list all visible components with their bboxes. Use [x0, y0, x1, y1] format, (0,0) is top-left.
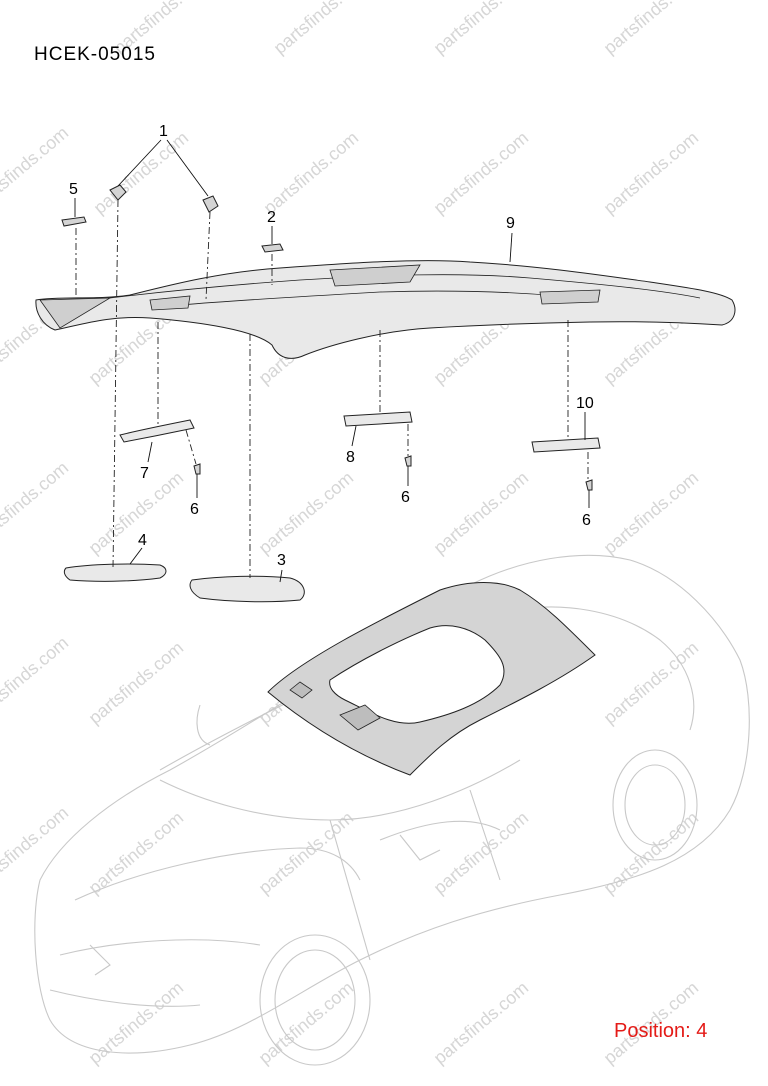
watermark: partsfinds.com	[90, 128, 193, 219]
watermark: partsfinds.com	[430, 0, 533, 58]
sun-visor-part-3	[189, 575, 305, 603]
sun-visor-part-4	[63, 563, 167, 582]
callouts: 1 2 3 4 5 6 6 6 7 8 9 10	[69, 123, 594, 583]
callout-8: 8	[346, 449, 355, 466]
watermark: partsfinds.com	[430, 468, 533, 559]
headliner-part-9	[35, 260, 736, 359]
watermark: partsfinds.com	[600, 128, 703, 219]
watermark: partsfinds.com	[255, 808, 358, 899]
screw-part-6a	[193, 463, 201, 475]
callout-5: 5	[69, 181, 78, 198]
callout-6: 6	[582, 512, 591, 529]
watermark: partsfinds.com	[255, 978, 358, 1069]
position-label: Position: 4	[614, 1020, 708, 1042]
watermark: partsfinds.com	[0, 633, 72, 724]
handle-part-10	[531, 437, 601, 453]
clip-part-1b	[202, 195, 219, 213]
assembly-lines	[75, 199, 589, 578]
screw-part-6c	[585, 479, 593, 491]
callout-3: 3	[277, 552, 286, 569]
callout-1: 1	[159, 123, 168, 140]
watermark: partsfinds.com	[430, 978, 533, 1069]
watermark: partsfinds.com	[270, 0, 373, 58]
diagram-code: HCEK-05015	[34, 44, 156, 65]
watermark: partsfinds.com	[85, 638, 188, 729]
callout-9: 9	[506, 215, 515, 232]
watermark: partsfinds.com	[85, 468, 188, 559]
watermark: partsfinds.com	[600, 638, 703, 729]
watermark: partsfinds.com	[255, 468, 358, 559]
handle-part-7	[119, 419, 195, 443]
watermark-layer: partsfinds.com partsfinds.com partsfinds…	[0, 0, 702, 1068]
clip-part-1a	[109, 184, 127, 201]
watermark: partsfinds.com	[430, 128, 533, 219]
watermark: partsfinds.com	[600, 468, 703, 559]
watermark: partsfinds.com	[260, 128, 363, 219]
watermark: partsfinds.com	[0, 123, 72, 214]
callout-6: 6	[401, 489, 410, 506]
watermark: partsfinds.com	[0, 803, 72, 894]
installed-headliner	[267, 582, 596, 776]
watermark: partsfinds.com	[600, 0, 703, 58]
callout-6: 6	[190, 501, 199, 518]
callout-2: 2	[267, 209, 276, 226]
callout-7: 7	[140, 465, 149, 482]
cover-part-5	[61, 216, 87, 227]
watermark: partsfinds.com	[0, 458, 72, 549]
lamp-part-2	[261, 243, 284, 253]
screw-part-6b	[404, 455, 412, 467]
callout-10: 10	[576, 395, 594, 412]
callout-4: 4	[138, 532, 147, 549]
watermark: partsfinds.com	[430, 808, 533, 899]
handle-part-8	[343, 411, 413, 427]
watermark: partsfinds.com	[85, 808, 188, 899]
watermark: partsfinds.com	[85, 978, 188, 1069]
